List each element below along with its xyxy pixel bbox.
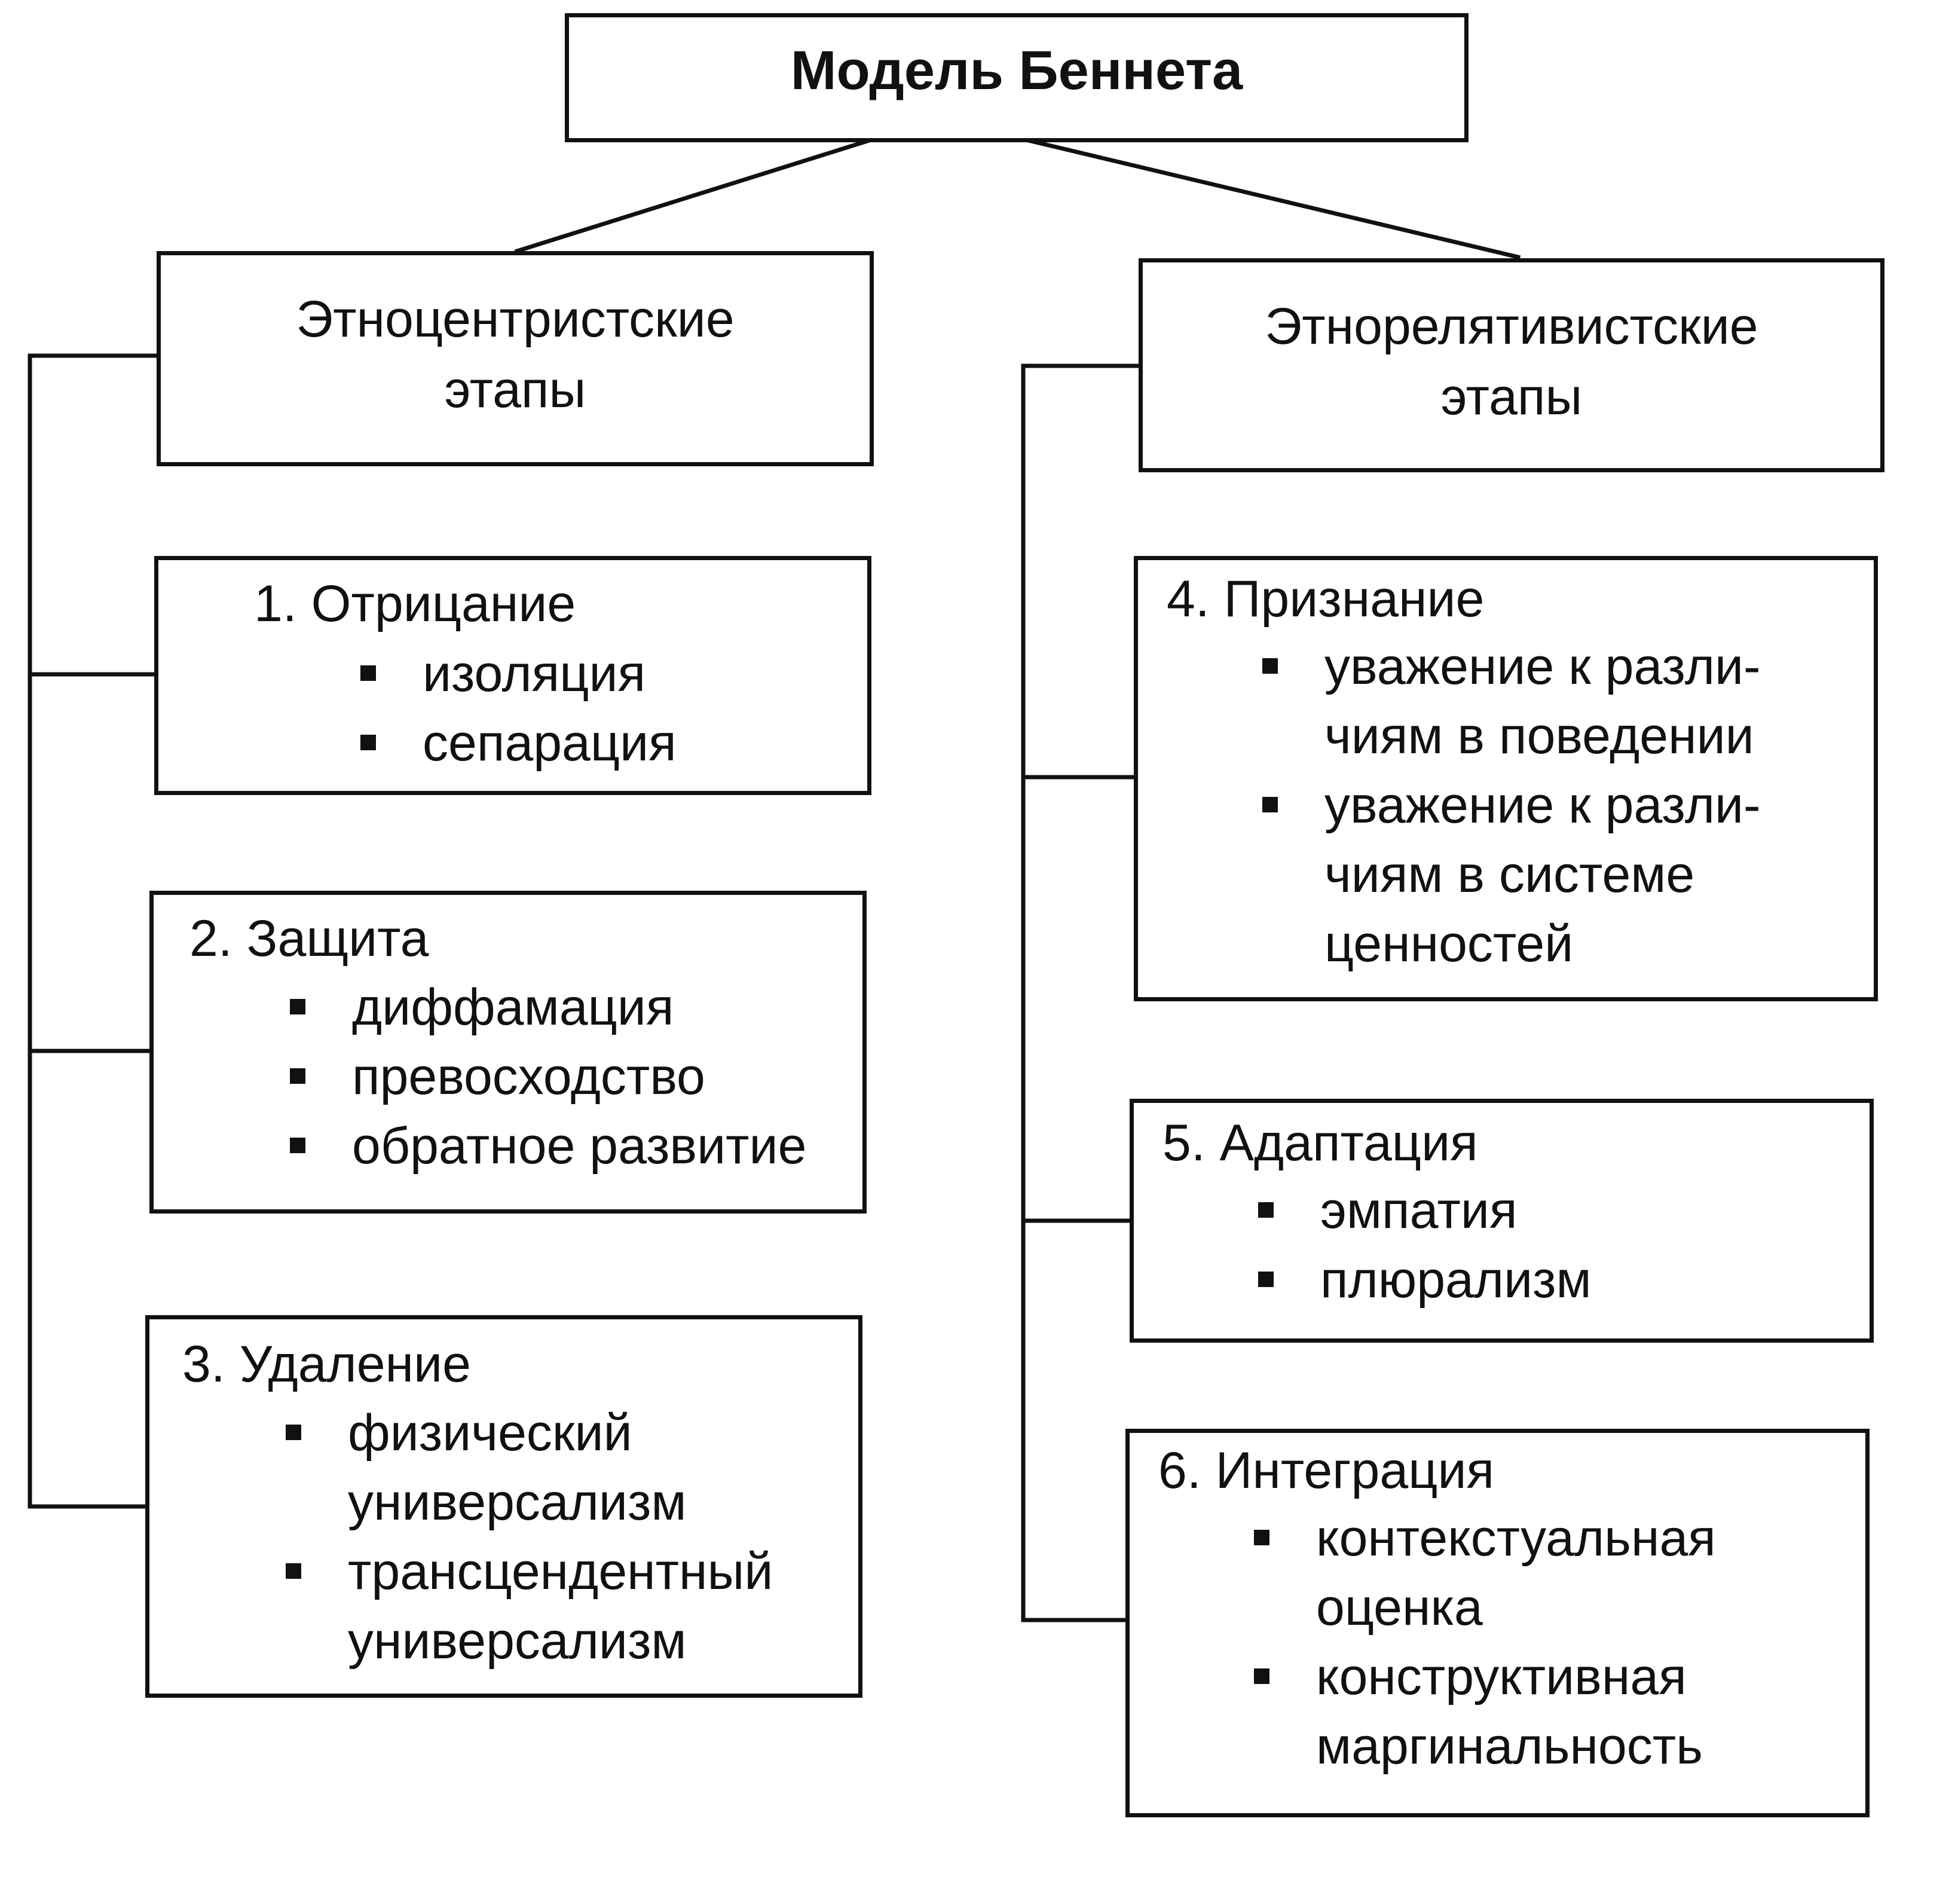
group-title-ethnorelativist: Этнорелятивистские этапы <box>1265 298 1758 426</box>
list-item: уважение к разли- чиям в поведении <box>1258 632 1761 771</box>
stage-title-defense: 2. Защита <box>189 910 429 967</box>
stage-title-acceptance: 4. Признание <box>1167 570 1485 628</box>
stage-title-minimization: 3. Удаление <box>182 1335 471 1393</box>
list-item: плюрализм <box>1253 1245 1592 1315</box>
list-item: сепарация <box>356 708 677 778</box>
stage-box-adaptation: 5. Адаптация эмпатия плюрализм <box>1130 1099 1874 1343</box>
stage-items-minimization: физический универсализм трансцендентный … <box>281 1398 773 1676</box>
group-box-ethnorelativist: Этнорелятивистские этапы <box>1139 258 1884 472</box>
bullet-icon <box>290 999 305 1014</box>
stage-title-adaptation: 5. Адаптация <box>1162 1114 1478 1172</box>
group-box-ethnocentric: Этноцентристские этапы <box>157 251 874 466</box>
list-item: превосходство <box>285 1042 806 1111</box>
bullet-icon <box>1254 1530 1269 1545</box>
diagram-title: Модель Беннета <box>790 40 1243 101</box>
stage-box-defense: 2. Защита диффамация превосходство обрат… <box>149 891 867 1214</box>
stage-items-denial: изоляция сепарация <box>356 639 677 778</box>
title-box: Модель Беннета <box>565 13 1468 142</box>
bullet-icon <box>1254 1668 1269 1684</box>
stage-items-acceptance: уважение к разли- чиям в поведении уваже… <box>1258 632 1761 979</box>
bullet-icon <box>1262 797 1278 812</box>
connector-title-right <box>1013 135 1521 260</box>
stage-box-integration: 6. Интеграция контекстуальная оценка кон… <box>1125 1429 1870 1817</box>
group-title-ethnocentric: Этноцентристские этапы <box>296 291 735 418</box>
list-item: эмпатия <box>1253 1176 1592 1245</box>
bullet-icon <box>286 1425 301 1440</box>
list-item: изоляция <box>356 639 677 708</box>
stage-title-denial: 1. Отрицание <box>254 575 576 632</box>
connector-title-left <box>514 135 882 254</box>
stage-items-defense: диффамация превосходство обратное развит… <box>285 973 806 1181</box>
stage-items-integration: контекстуальная оценка конструктивная ма… <box>1249 1503 1716 1781</box>
list-item: трансцендентный универсализм <box>281 1537 773 1676</box>
bullet-icon <box>1258 1202 1274 1218</box>
bullet-icon <box>1258 1272 1274 1287</box>
bullet-icon <box>360 735 376 750</box>
bullet-icon <box>290 1138 305 1153</box>
list-item: диффамация <box>285 973 806 1042</box>
bullet-icon <box>286 1563 301 1579</box>
stage-box-denial: 1. Отрицание изоляция сепарация <box>154 556 871 795</box>
list-item: обратное развитие <box>285 1111 806 1181</box>
stage-items-adaptation: эмпатия плюрализм <box>1253 1176 1592 1315</box>
stage-box-minimization: 3. Удаление физический универсализм тран… <box>145 1315 862 1698</box>
list-item: конструктивная маргинальность <box>1249 1642 1716 1781</box>
stage-box-acceptance: 4. Признание уважение к разли- чиям в по… <box>1134 556 1878 1001</box>
bullet-icon <box>360 665 376 681</box>
list-item: контекстуальная оценка <box>1249 1503 1716 1642</box>
bullet-icon <box>1262 658 1278 674</box>
bullet-icon <box>290 1068 305 1084</box>
list-item: уважение к разли- чиям в системе ценност… <box>1258 771 1761 979</box>
stage-title-integration: 6. Интеграция <box>1158 1442 1495 1499</box>
list-item: физический универсализм <box>281 1398 773 1537</box>
